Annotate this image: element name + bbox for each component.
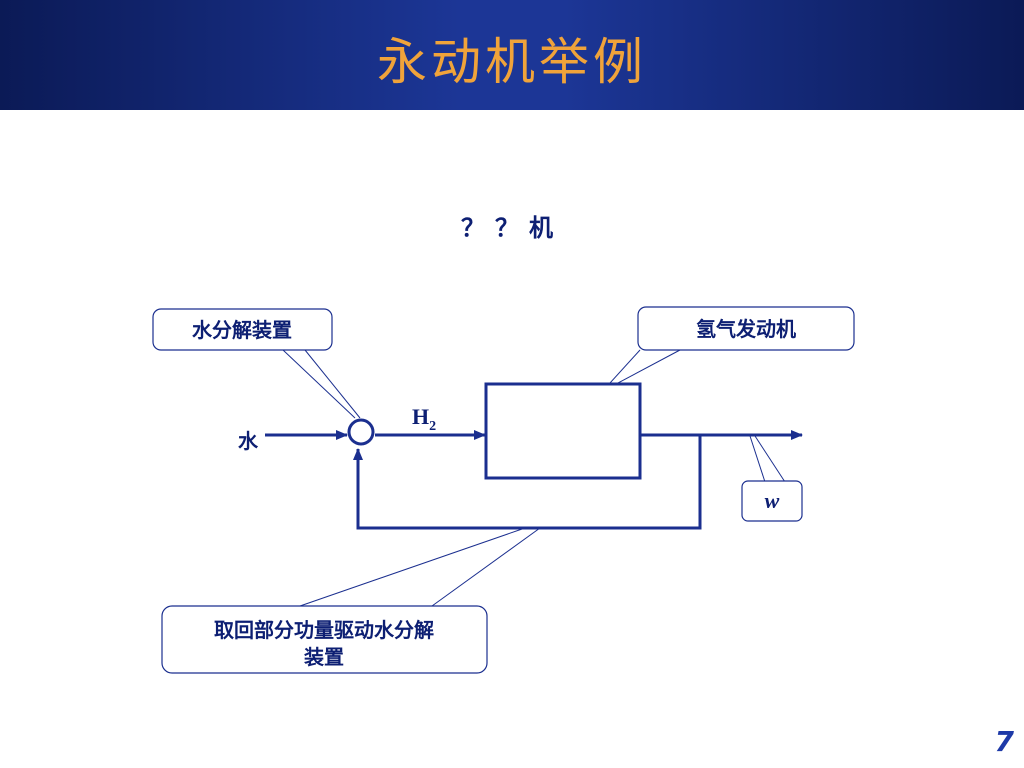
diagram-subtitle: ？？机 — [461, 214, 563, 242]
hydrogen-label-subscript: 2 — [429, 419, 436, 434]
leader-water-splitter-b — [304, 349, 361, 419]
callout-box-hydrogen-engine — [637, 306, 855, 351]
page-number: 7 — [994, 725, 1014, 758]
leader-feedback-b — [431, 527, 541, 607]
leader-output-b — [754, 435, 786, 483]
summing-junction — [347, 418, 375, 446]
feedback-loop-arrow — [353, 435, 702, 530]
output-work-label: w — [765, 488, 780, 513]
input-water-label: 水 — [238, 429, 259, 453]
callout-hydrogen-engine: 氢气发动机 — [696, 317, 796, 341]
callout-box-water-splitter — [152, 308, 333, 351]
callout-box-output — [741, 480, 803, 522]
leader-feedback-a — [299, 527, 526, 607]
callout-feedback-line2: 装置 — [303, 645, 344, 669]
slide-title: 永动机举例 — [377, 33, 647, 91]
hydrogen-label-main: H — [412, 404, 429, 429]
flow-lines — [265, 430, 803, 530]
callout-leaders — [282, 349, 786, 607]
leader-engine-b — [617, 349, 681, 384]
leader-water-splitter-a — [282, 349, 356, 419]
slide-header — [0, 0, 1024, 110]
hydrogen-label: H2 — [412, 404, 436, 434]
callout-feedback-line1: 取回部分功量驱动水分解 — [214, 618, 434, 642]
leader-output-a — [749, 435, 766, 483]
callout-water-splitter: 水分解装置 — [192, 318, 292, 342]
leader-engine-a — [609, 349, 641, 384]
engine-block — [484, 382, 642, 480]
callout-box-feedback — [161, 605, 488, 674]
